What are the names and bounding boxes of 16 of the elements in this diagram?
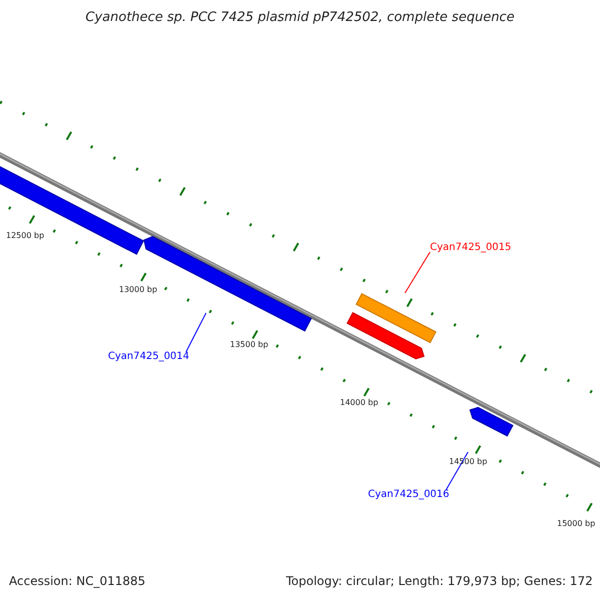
gene-label: Cyan7425_0016 [368, 489, 450, 500]
title: Cyanothece sp. PCC 7425 plasmid pP742502, complete sequence [84, 10, 516, 25]
tick-label: 14000 bp [340, 398, 378, 407]
gene-bar [469, 406, 514, 437]
tick-label: 12500 bp [6, 231, 44, 240]
gene-bar [356, 293, 436, 344]
footer-text: Topology: circular; Length: 179,973 bp; Genes: 172 [286, 574, 593, 588]
leader-line [404, 252, 430, 294]
gene-bar [143, 236, 312, 332]
tick-label: 13000 bp [119, 285, 158, 294]
gene-label: Cyan7425_0015 [430, 242, 512, 253]
tick-label: 15000 bp [557, 519, 596, 528]
tick-label: 13500 bp [230, 340, 268, 349]
gene-label: Cyan7425_0014 [108, 351, 190, 362]
leader-line [186, 312, 206, 352]
footer-text: Accession: NC_011885 [9, 574, 146, 588]
